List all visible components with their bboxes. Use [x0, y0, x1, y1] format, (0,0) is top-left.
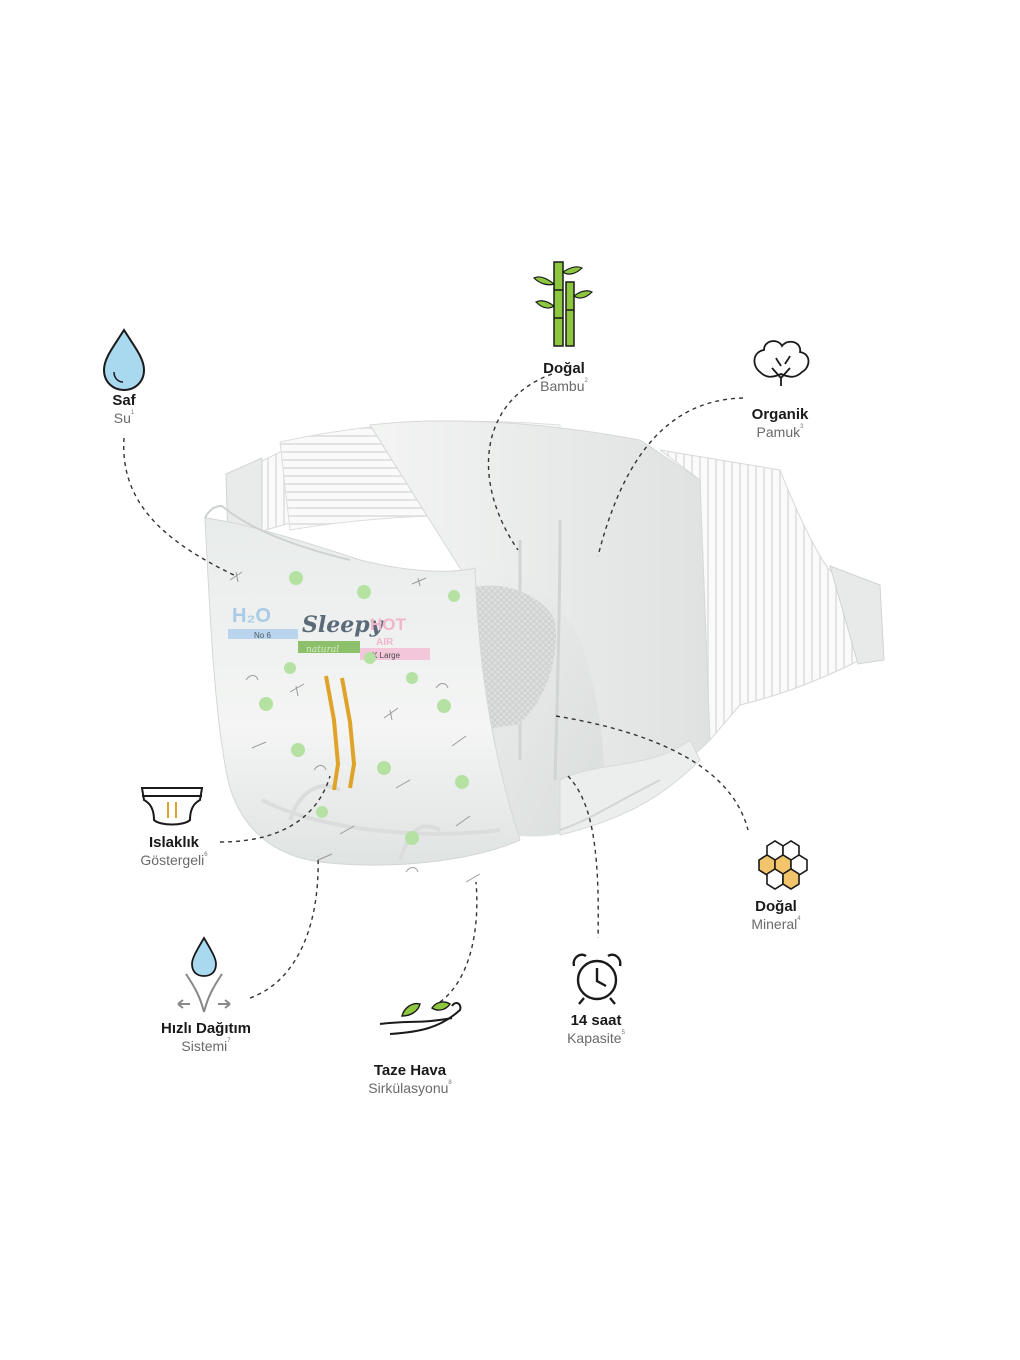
cotton-icon [753, 340, 810, 386]
footnote-mark: 5 [621, 1030, 625, 1036]
footnote-mark: 4 [797, 916, 801, 922]
front-panel [204, 517, 521, 866]
mesh-patch [470, 585, 556, 730]
leaf-breeze-icon [379, 1001, 462, 1035]
bamboo-icon [532, 261, 594, 347]
diaper: H₂O Sleepy natural HOT AIR No 6 X Large [204, 420, 885, 883]
feature-title: Hızlı Dağıtım [160, 1020, 251, 1037]
feature-saf-su: Saf Su1 [44, 392, 204, 428]
print-hot: HOT [370, 615, 407, 634]
footnote-mark: 3 [800, 424, 804, 430]
feature-subtitle: Su [113, 410, 131, 426]
feature-kapasite: 14 saat Kapasite5 [516, 1012, 676, 1048]
feature-dogal-mineral: Doğal Mineral4 [696, 898, 856, 934]
feature-organik-pamuk: Organik Pamuk3 [700, 406, 860, 442]
feature-title: Islaklık [148, 834, 200, 851]
feature-title: Taze Hava [373, 1062, 447, 1079]
print-brand: Sleepy [302, 612, 385, 638]
feature-title: Saf [112, 392, 136, 409]
water-drop-icon [102, 328, 146, 392]
feature-title: 14 saat [570, 1012, 622, 1029]
feature-subtitle: Sirkülasyonu [368, 1080, 449, 1096]
feature-subtitle: Kapasite [567, 1030, 622, 1046]
print-size-name: X Large [372, 651, 401, 660]
print-marks [229, 571, 481, 883]
feature-subtitle: Göstergeli [140, 852, 205, 868]
footnote-mark: 1 [130, 410, 135, 416]
feature-title: Doğal [755, 898, 797, 915]
feature-islaklik: Islaklık Göstergeli6 [94, 834, 254, 870]
alarm-clock-icon [572, 953, 622, 1005]
honeycomb-icon [758, 840, 808, 890]
feature-subtitle: Sistemi [181, 1038, 228, 1054]
connector-lines [123, 373, 749, 1003]
footnote-mark: 7 [227, 1038, 231, 1044]
print-dots [259, 571, 469, 845]
print-size-no: No 6 [254, 631, 271, 640]
wetness-indicator [324, 675, 341, 791]
footnote-mark: 2 [584, 378, 588, 384]
feature-title: Doğal [543, 360, 585, 377]
feature-subtitle: Bambu [540, 378, 585, 394]
feature-hizli-dagitim: Hızlı Dağıtım Sistemi7 [126, 1020, 286, 1056]
feature-title: Organik [751, 406, 809, 423]
print-air: AIR [376, 637, 394, 648]
footnote-mark: 6 [204, 852, 208, 858]
print-brand-sub: natural [306, 645, 339, 655]
distribution-icon [177, 936, 231, 1013]
feature-subtitle: Pamuk [756, 424, 801, 440]
feature-dogal-bambu: Doğal Bambu2 [484, 360, 644, 396]
print-h2o: H₂O [232, 605, 271, 627]
footnote-mark: 8 [448, 1080, 452, 1086]
diaper-indicator-icon [140, 787, 204, 826]
feature-taze-hava: Taze Hava Sirkülasyonu8 [330, 1062, 490, 1098]
feature-subtitle: Mineral [751, 916, 798, 932]
